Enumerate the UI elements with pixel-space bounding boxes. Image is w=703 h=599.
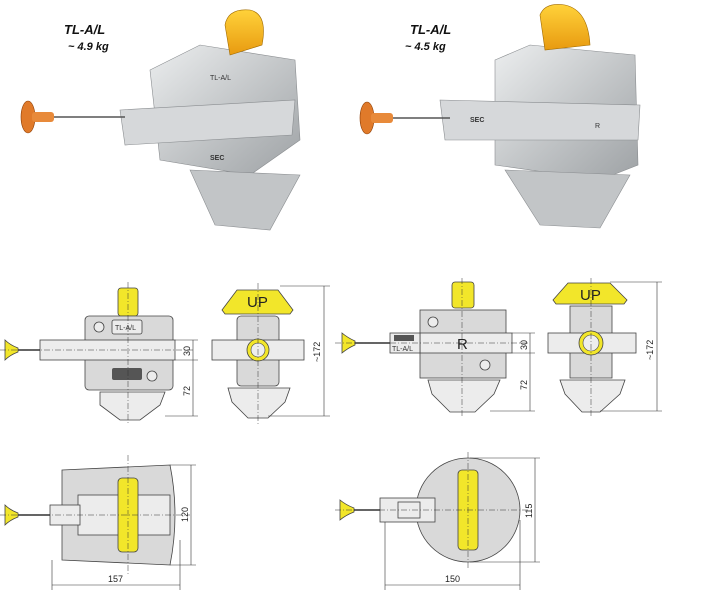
cone (227, 387, 291, 419)
cone (504, 169, 631, 229)
handle (451, 281, 475, 309)
up-cone (552, 282, 628, 305)
drawing-right-top-view: 115 150 (335, 452, 540, 590)
dim-30: 30 (519, 340, 529, 350)
product-title: TL-A/L (410, 22, 451, 37)
product-weight: ~ 4.5 kg (405, 41, 446, 53)
drawing-left-front-view: TL-A/L 30 72 (0, 282, 198, 425)
drawing-left-top-view: 120 157 (0, 455, 196, 590)
dim-115: 115 (524, 504, 534, 518)
locking-bar (119, 99, 296, 146)
drawing-right-front-view: TL-A/L R 30 72 (335, 278, 535, 418)
up-label: UP (580, 287, 601, 304)
up-label: UP (247, 294, 268, 311)
dim-120: 120 (180, 507, 190, 522)
plate-label: TL-A/L (115, 325, 136, 332)
dim-30: 30 (182, 346, 192, 356)
product-photo-tl-a-l-4-5kg: TL-A/L ~ 4.5 kg R SEC (359, 4, 641, 229)
locking-bar (439, 99, 641, 141)
dim-172: ~172 (312, 342, 322, 362)
cone (427, 379, 501, 413)
dim-157: 157 (108, 574, 123, 584)
drawing-left-side-view: UP ~172 (211, 283, 330, 425)
product-title: TL-A/L (64, 22, 105, 37)
center-label: R (457, 336, 468, 353)
dim-72: 72 (519, 380, 529, 390)
product-photo-tl-a-l-4-9kg: TL-A/L ~ 4.9 kg TL-A/L SEC (20, 9, 301, 231)
product-weight: ~ 4.9 kg (68, 41, 109, 53)
cone (99, 391, 166, 421)
cone (559, 379, 626, 413)
cone (189, 169, 301, 231)
handle-icon (539, 4, 591, 51)
handle-icon (224, 9, 264, 56)
up-cone (221, 289, 294, 315)
plate-label: TL-A/L (392, 346, 413, 353)
side-marking: R (595, 123, 600, 130)
dim-72: 72 (182, 386, 192, 396)
dim-150: 150 (445, 574, 460, 584)
drawing-right-side-view: UP ~172 (547, 278, 662, 418)
side-marking: TL-A/L (210, 75, 231, 82)
logo-marking: SEC (210, 155, 224, 162)
dim-172: ~172 (645, 340, 655, 360)
logo-marking: SEC (470, 117, 484, 124)
